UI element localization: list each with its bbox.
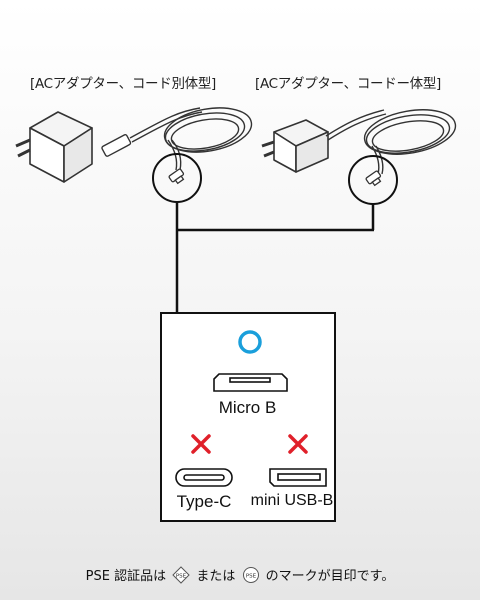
usb-cable-right-icon [325,109,457,175]
ok-mark-icon [238,330,262,354]
pse-footer-note: PSE 認証品は PSE または PSE のマークが目印です。 [0,565,480,584]
footer-prefix: PSE 認証品は [85,569,167,584]
label-adapter-separate-cord: [ACアダプター、コード別体型] [30,76,217,92]
ac-adapter-left-icon [15,111,93,183]
pse-diamond-mark-text: PSE [176,573,187,579]
usb-cable-left-icon [101,107,253,171]
connector-panel-graphics [175,330,327,487]
mini-usb-b-port-icon [269,468,327,487]
pse-circle-mark-text: PSE [245,573,256,579]
micro-b-plug-right-icon [365,170,382,187]
footer-middle: または [196,569,236,584]
ng-mark-mini-usb-icon [288,434,308,454]
connector-lines [175,202,375,312]
pse-diamond-mark-icon: PSE [172,565,190,584]
ng-mark-typec-icon [191,434,211,454]
connector-label-type-c: Type-C [176,492,232,511]
connector-label-micro-b: Micro B [218,398,277,417]
type-c-port-icon [175,468,233,487]
footer-suffix: のマークが目印です。 [265,569,395,584]
connector-panel: Micro B Type-C mini USB-B [160,312,336,522]
connector-label-mini-usb-b: mini USB-B [250,492,334,509]
pse-circle-mark-icon: PSE [242,566,259,583]
micro-b-plug-left-icon [168,168,185,185]
ac-adapter-right-icon [261,119,329,173]
micro-b-port-icon [213,373,288,392]
label-adapter-integrated-cord: [ACアダプター、コードー体型] [255,76,442,92]
